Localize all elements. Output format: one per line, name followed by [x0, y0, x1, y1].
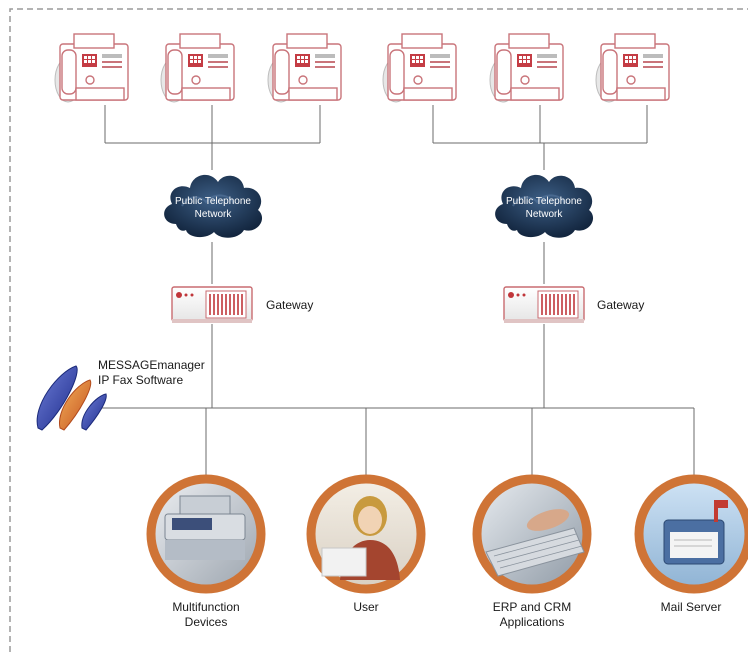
endpoint-mail-server [634, 474, 748, 594]
cloud-label-line1: Public Telephone [506, 196, 582, 207]
software-label: MESSAGEmanager IP Fax Software [98, 358, 205, 388]
endpoint-label: Multifunction Devices [146, 600, 266, 630]
fax-machine-icons [54, 33, 670, 103]
software-subtitle: IP Fax Software [98, 373, 184, 387]
software-name: MESSAGEmanager [98, 358, 205, 372]
messagemanager-logo-icon [36, 365, 107, 431]
endpoint-label: User [306, 600, 426, 615]
endpoint-erp-crm [472, 474, 592, 594]
gateway-label: Gateway [266, 298, 314, 312]
cloud-label-line2: Network [194, 209, 232, 220]
cloud-label-line2: Network [525, 209, 563, 220]
fax-machine-icon [267, 33, 342, 103]
fax-machine-icon [160, 33, 235, 103]
endpoint-multifunction-devices [146, 474, 266, 594]
cloud-label-line1: Public Telephone [175, 196, 251, 207]
endpoint-label: ERP and CRM Applications [472, 600, 592, 630]
gateway-label: Gateway [597, 298, 645, 312]
endpoint-user [306, 474, 426, 594]
endpoint-label-line1: Mail Server [660, 600, 722, 614]
gateway-server-icon [171, 286, 253, 324]
endpoint-label-line1: User [353, 600, 379, 614]
gateway-server-icon [503, 286, 585, 324]
fax-machine-icon [489, 33, 564, 103]
endpoint-label-line2: Devices [184, 615, 228, 629]
network-wires [98, 105, 695, 478]
endpoint-label-line2: Applications [499, 615, 565, 629]
dashed-border [9, 8, 748, 652]
fax-machine-icon [382, 33, 457, 103]
endpoint-label: Mail Server [634, 600, 748, 615]
endpoint-label-line1: Multifunction [172, 600, 240, 614]
cloud-label: Public Telephone Network [158, 195, 268, 221]
fax-machine-icon [595, 33, 670, 103]
fax-machine-icon [54, 33, 129, 103]
endpoint-label-line1: ERP and CRM [492, 600, 572, 614]
cloud-label: Public Telephone Network [489, 195, 599, 221]
